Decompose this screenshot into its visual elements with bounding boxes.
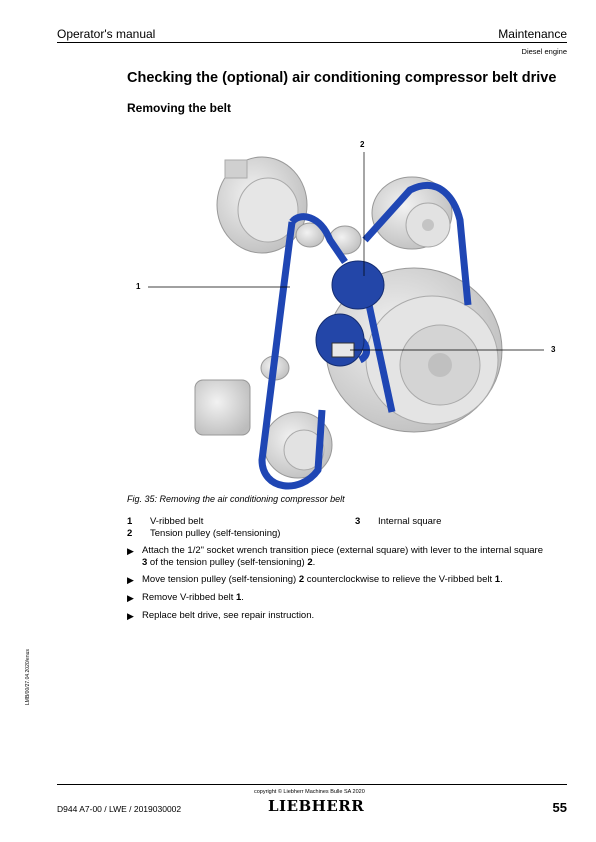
legend-label-2: Tension pulley (self-tensioning)	[150, 528, 281, 539]
figure-caption: Fig. 35: Removing the air conditioning c…	[127, 494, 345, 504]
page-number: 55	[552, 800, 567, 815]
alternator-part	[216, 156, 308, 254]
legend-num-1: 1	[127, 516, 133, 527]
liebherr-logo: LIEBHERR	[268, 797, 365, 815]
page-title: Checking the (optional) air conditioning…	[127, 70, 557, 86]
tension-pulley	[315, 260, 385, 367]
callout-2: 2	[360, 140, 365, 149]
side-document-code: LMB/00/27.04.2020/enus	[25, 649, 31, 705]
header-left: Operator's manual	[57, 27, 156, 41]
footer-copyright: copyright © Liebherr Machines Bulle SA 2…	[254, 789, 365, 795]
header-sub: Diesel engine	[521, 47, 567, 56]
bullet-arrow-icon: ▶	[127, 575, 134, 585]
callout-lines	[148, 152, 544, 351]
header-right: Maintenance	[498, 27, 567, 41]
callout-3: 3	[551, 345, 556, 354]
callout-1: 1	[136, 282, 141, 291]
legend-label-3: Internal square	[378, 516, 442, 527]
section-title: Removing the belt	[127, 101, 232, 115]
legend-num-3: 3	[355, 516, 361, 527]
bullet-arrow-icon: ▶	[127, 611, 134, 621]
header-rule	[57, 42, 567, 43]
bullet-arrow-icon: ▶	[127, 593, 134, 603]
legend-num-2: 2	[127, 528, 133, 539]
upper-pulley	[371, 176, 453, 250]
legend-label-1: V-ribbed belt	[150, 516, 204, 527]
footer-doc-id: D944 A7-00 / LWE / 2019030002	[57, 804, 182, 814]
bullet-arrow-icon: ▶	[127, 546, 134, 556]
footer-rule	[57, 784, 567, 785]
